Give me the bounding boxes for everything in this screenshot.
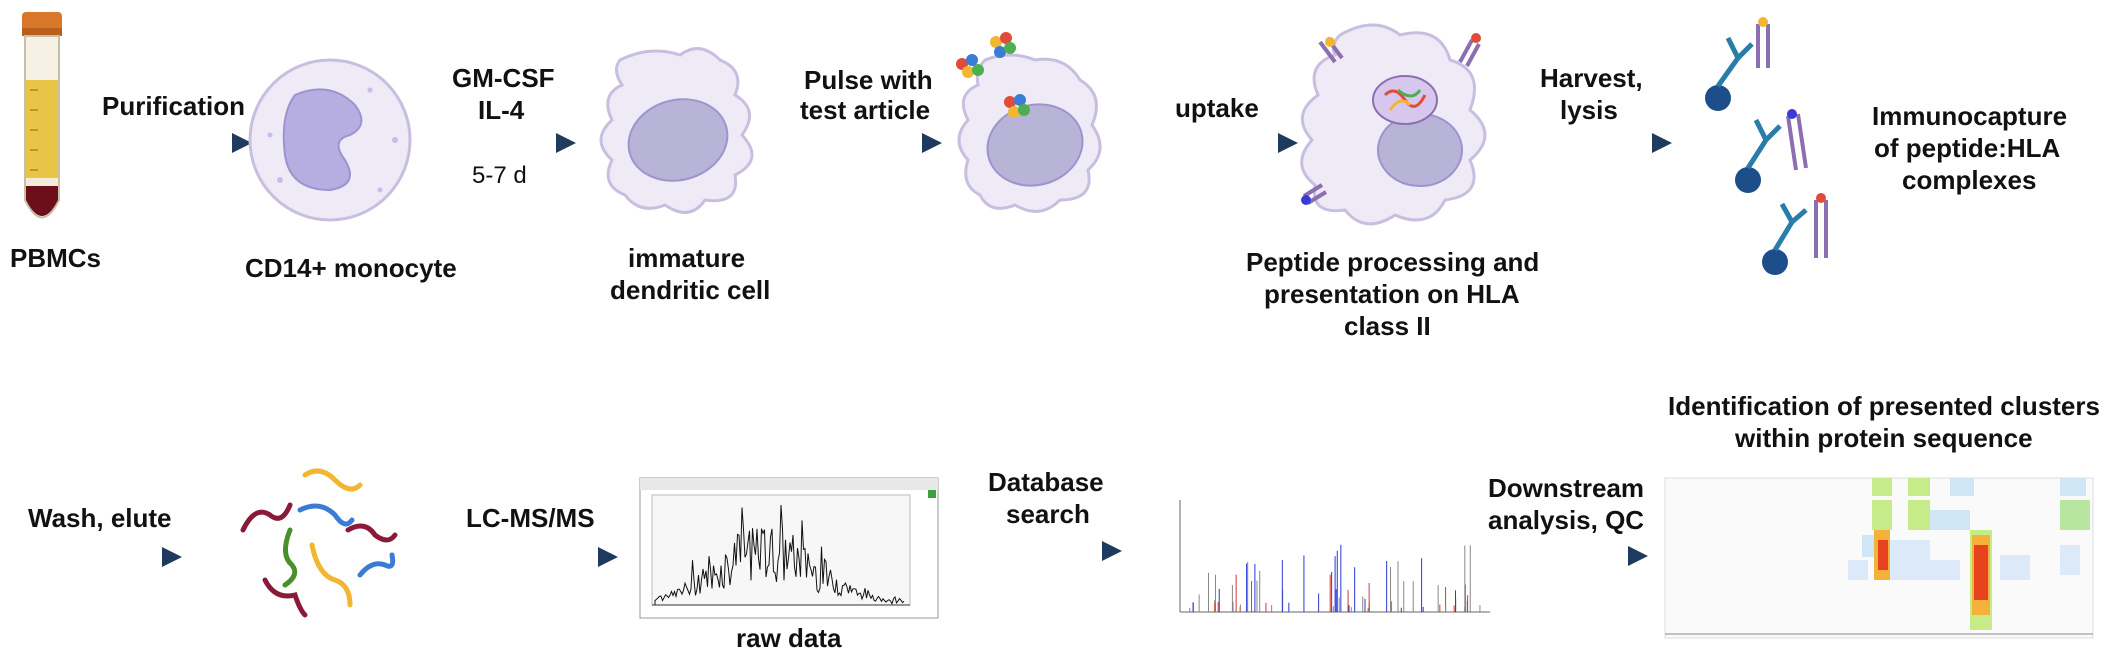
- heatmap-cell: [2060, 545, 2080, 575]
- immuno-label-3: complexes: [1902, 165, 2037, 195]
- downstream-label-1: Downstream: [1488, 473, 1645, 503]
- heatmap-cell: [2060, 478, 2086, 496]
- heatmap-cell: [1950, 478, 1974, 496]
- immature-label-2: dendritic cell: [610, 275, 771, 305]
- raw-data-label: raw data: [736, 623, 842, 653]
- heatmap-cell: [1890, 540, 1930, 580]
- identification-label-1: Identification of presented clusters: [1668, 391, 2100, 421]
- heatmap-cell: [2000, 555, 2030, 580]
- antigen-particles-icon: [956, 32, 1030, 118]
- arrow-lcms: [455, 547, 618, 567]
- pulsed-dc-icon: [956, 32, 1102, 213]
- harvest-label-1: Harvest,: [1540, 63, 1643, 93]
- peptide-label-1: Peptide processing and: [1246, 247, 1540, 277]
- gmcsf-label: GM-CSF: [452, 63, 555, 93]
- arrow-database: [960, 541, 1122, 561]
- peptide-label-2: presentation on HLA: [1264, 279, 1520, 309]
- heatmap-cell: [1930, 560, 1960, 580]
- pulse-label-2: test article: [800, 95, 931, 125]
- arrow-gmcsf: [440, 133, 576, 153]
- heatmap-cell: [2060, 500, 2090, 530]
- pulse-label-1: Pulse with: [804, 65, 933, 95]
- downstream-label-2: analysis, QC: [1488, 505, 1645, 535]
- hla-molecule-icon: [1301, 33, 1481, 205]
- harvest-label-2: lysis: [1560, 95, 1618, 125]
- pbmcs-label: PBMCs: [10, 243, 102, 273]
- arrow-wash: [20, 547, 182, 567]
- heatmap-cell: [1878, 540, 1888, 570]
- arrow-downstream: [1486, 546, 1648, 566]
- database-label-2: search: [1006, 499, 1090, 529]
- database-label-1: Database: [988, 467, 1104, 497]
- peptide-label-3: class II: [1344, 311, 1431, 341]
- heatmap-cell: [1872, 478, 1892, 496]
- chromatogram-trace: [654, 504, 905, 606]
- il4-label: IL-4: [478, 95, 525, 125]
- immature-label-1: immature: [628, 243, 746, 273]
- identification-label-2: within protein sequence: [1735, 423, 2033, 453]
- heatmap-cell: [1930, 510, 1970, 530]
- database-search-spectrum: [1135, 478, 1495, 618]
- pbmc-tube-icon: [22, 12, 62, 219]
- uptake-label: uptake: [1175, 93, 1259, 123]
- raw-data-chromatogram: [639, 477, 939, 619]
- immunocapture-antibody-icon: [1705, 17, 1828, 275]
- wash-label: Wash, elute: [28, 503, 172, 533]
- arrow-uptake: [1138, 133, 1298, 153]
- lcms-label: LC-MS/MS: [466, 503, 595, 533]
- immuno-label-1: Immunocapture: [1872, 101, 2068, 131]
- days-label: 5-7 d: [472, 162, 527, 189]
- arrow-harvest: [1520, 133, 1672, 153]
- purification-label: Purification: [102, 91, 246, 121]
- eluted-peptides-icon: [240, 468, 398, 618]
- heatmap-cell: [1974, 545, 1988, 600]
- monocyte-cell-icon: [248, 58, 412, 222]
- arrow-purification: [96, 133, 252, 153]
- immuno-label-2: of peptide:HLA: [1874, 133, 2061, 163]
- presenting-dc-icon: [1300, 23, 1487, 226]
- cluster-heatmap: [1664, 477, 2094, 639]
- heatmap-cell: [1848, 560, 1868, 580]
- heatmap-cell: [1908, 500, 1930, 530]
- immature-dc-icon: [599, 47, 754, 214]
- monocyte-label: CD14+ monocyte: [245, 253, 457, 283]
- heatmap-cell: [1872, 500, 1892, 530]
- arrow-pulse: [790, 133, 942, 153]
- heatmap-cell: [1908, 478, 1930, 496]
